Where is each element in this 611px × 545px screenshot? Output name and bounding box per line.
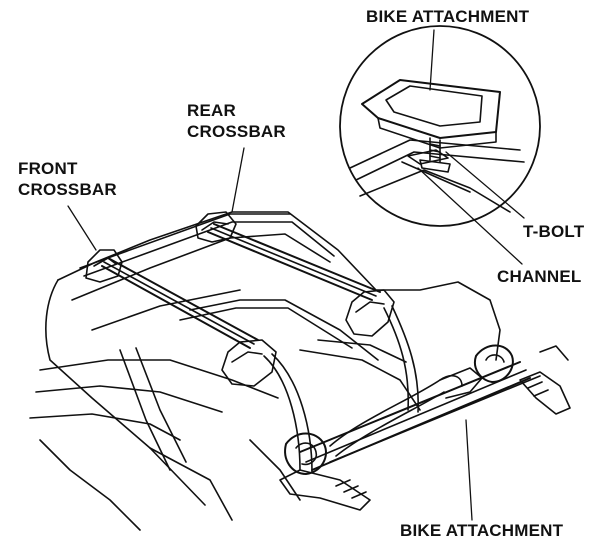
label-front-crossbar-line2: CROSSBAR <box>18 180 117 199</box>
label-bike-attachment-top: BIKE ATTACHMENT <box>366 7 530 26</box>
label-front-crossbar-line1: FRONT <box>18 159 78 178</box>
vehicle-body <box>29 211 501 531</box>
label-bike-attachment-bottom: BIKE ATTACHMENT <box>400 521 564 540</box>
leader-lines <box>67 29 525 521</box>
label-rear-crossbar-line1: REAR <box>187 101 236 120</box>
label-rear-crossbar: REAR CROSSBAR <box>187 100 286 142</box>
front-crossbar-shape <box>85 249 277 387</box>
rear-crossbar-shape <box>195 211 395 337</box>
detail-inset <box>339 25 541 227</box>
label-channel: CHANNEL <box>497 267 582 286</box>
label-t-bolt: T-BOLT <box>523 222 585 241</box>
bike-attachment-rail <box>279 344 571 511</box>
label-front-crossbar: FRONT CROSSBAR <box>18 158 117 200</box>
label-rear-crossbar-line2: CROSSBAR <box>187 122 286 141</box>
